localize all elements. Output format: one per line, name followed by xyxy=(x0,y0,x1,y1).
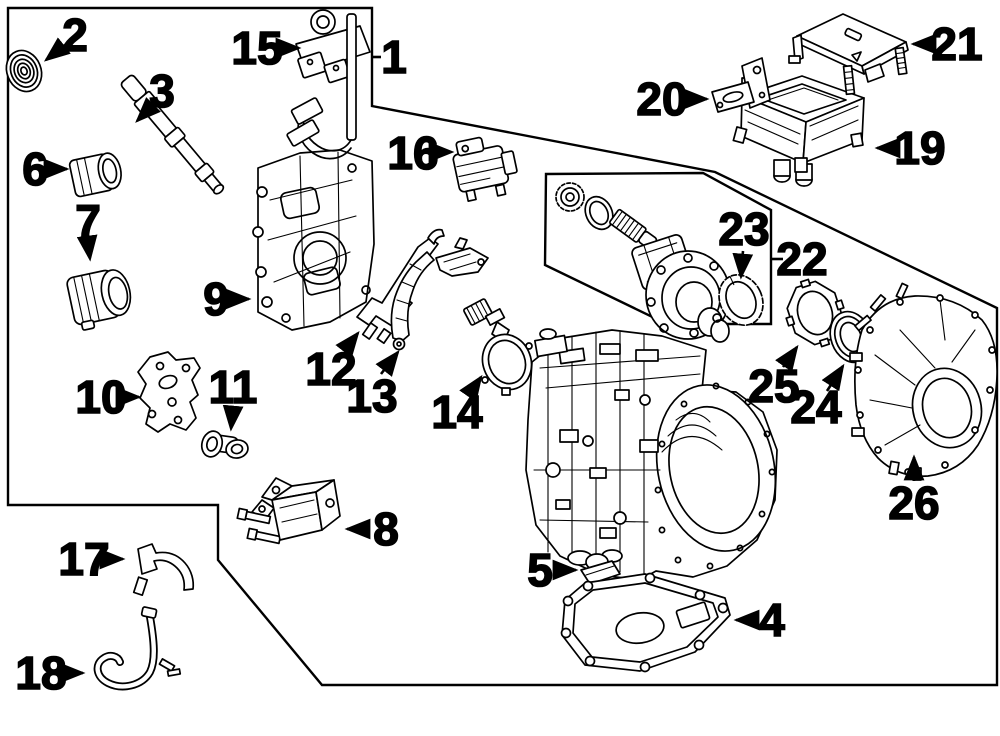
callout-7[interactable]: 7 xyxy=(74,194,101,248)
callout-9[interactable]: 9 xyxy=(202,272,229,326)
part-26-side-housing xyxy=(849,282,998,481)
part-4-oil-pan xyxy=(560,572,731,673)
callout-11[interactable]: 11 xyxy=(208,360,258,414)
transaxle-case xyxy=(525,328,778,581)
callout-14[interactable]: 14 xyxy=(431,385,484,439)
part-15-harness-bracket-assembly xyxy=(286,9,371,160)
part-16-solenoid xyxy=(452,136,518,202)
diagram-border xyxy=(6,6,999,687)
callout-22[interactable]: 22 xyxy=(776,232,829,286)
part-2-seal xyxy=(5,49,43,93)
callout-16[interactable]: 16 xyxy=(387,126,440,180)
callout-20[interactable]: 20 xyxy=(636,72,689,126)
callout-21[interactable]: 21 xyxy=(931,17,984,71)
part-23-snap-ring xyxy=(718,273,764,327)
callout-10[interactable]: 10 xyxy=(75,370,128,424)
callout-15[interactable]: 15 xyxy=(231,21,284,75)
leader-lines xyxy=(43,33,937,684)
part-21-mounting-plate xyxy=(788,13,909,96)
part-13-curved-lever xyxy=(390,237,489,351)
callout-23[interactable]: 23 xyxy=(718,202,771,256)
callouts: 1 2 3 4 5 6 7 8 9 10 11 12 13 14 15 16 1… xyxy=(15,8,984,700)
part-6-bushing xyxy=(68,152,122,198)
part-20-bracket-small xyxy=(711,57,771,113)
callout-12[interactable]: 12 xyxy=(305,342,358,396)
callout-26[interactable]: 26 xyxy=(888,476,941,530)
callout-13[interactable]: 13 xyxy=(346,369,399,423)
part-14-sensor-with-oring xyxy=(463,298,533,396)
part-11-clamp-bracket xyxy=(200,430,249,459)
callout-8[interactable]: 8 xyxy=(372,502,399,556)
part-5-cap xyxy=(580,553,621,585)
callout-2[interactable]: 2 xyxy=(61,8,88,62)
part-10-bracket xyxy=(137,351,201,433)
callout-25[interactable]: 25 xyxy=(748,359,801,413)
callout-6[interactable]: 6 xyxy=(21,142,48,196)
part-9-end-cover-plate xyxy=(252,149,375,331)
part-18-hose xyxy=(93,606,182,691)
callout-3[interactable]: 3 xyxy=(148,64,175,118)
callout-5[interactable]: 5 xyxy=(526,543,553,597)
part-19-control-module xyxy=(732,75,865,187)
callout-19[interactable]: 19 xyxy=(894,121,947,175)
part-17-pipe xyxy=(132,543,195,597)
part-22-differential-kit-box xyxy=(543,171,773,343)
callout-17[interactable]: 17 xyxy=(58,532,111,586)
callout-24[interactable]: 24 xyxy=(790,380,843,434)
callout-18[interactable]: 18 xyxy=(15,646,68,700)
part-25-lock-plate xyxy=(785,278,845,348)
part-7-hub xyxy=(66,269,132,331)
part-8-mount xyxy=(236,477,341,545)
callout-1[interactable]: 1 xyxy=(380,30,407,84)
callout-4[interactable]: 4 xyxy=(758,593,786,647)
